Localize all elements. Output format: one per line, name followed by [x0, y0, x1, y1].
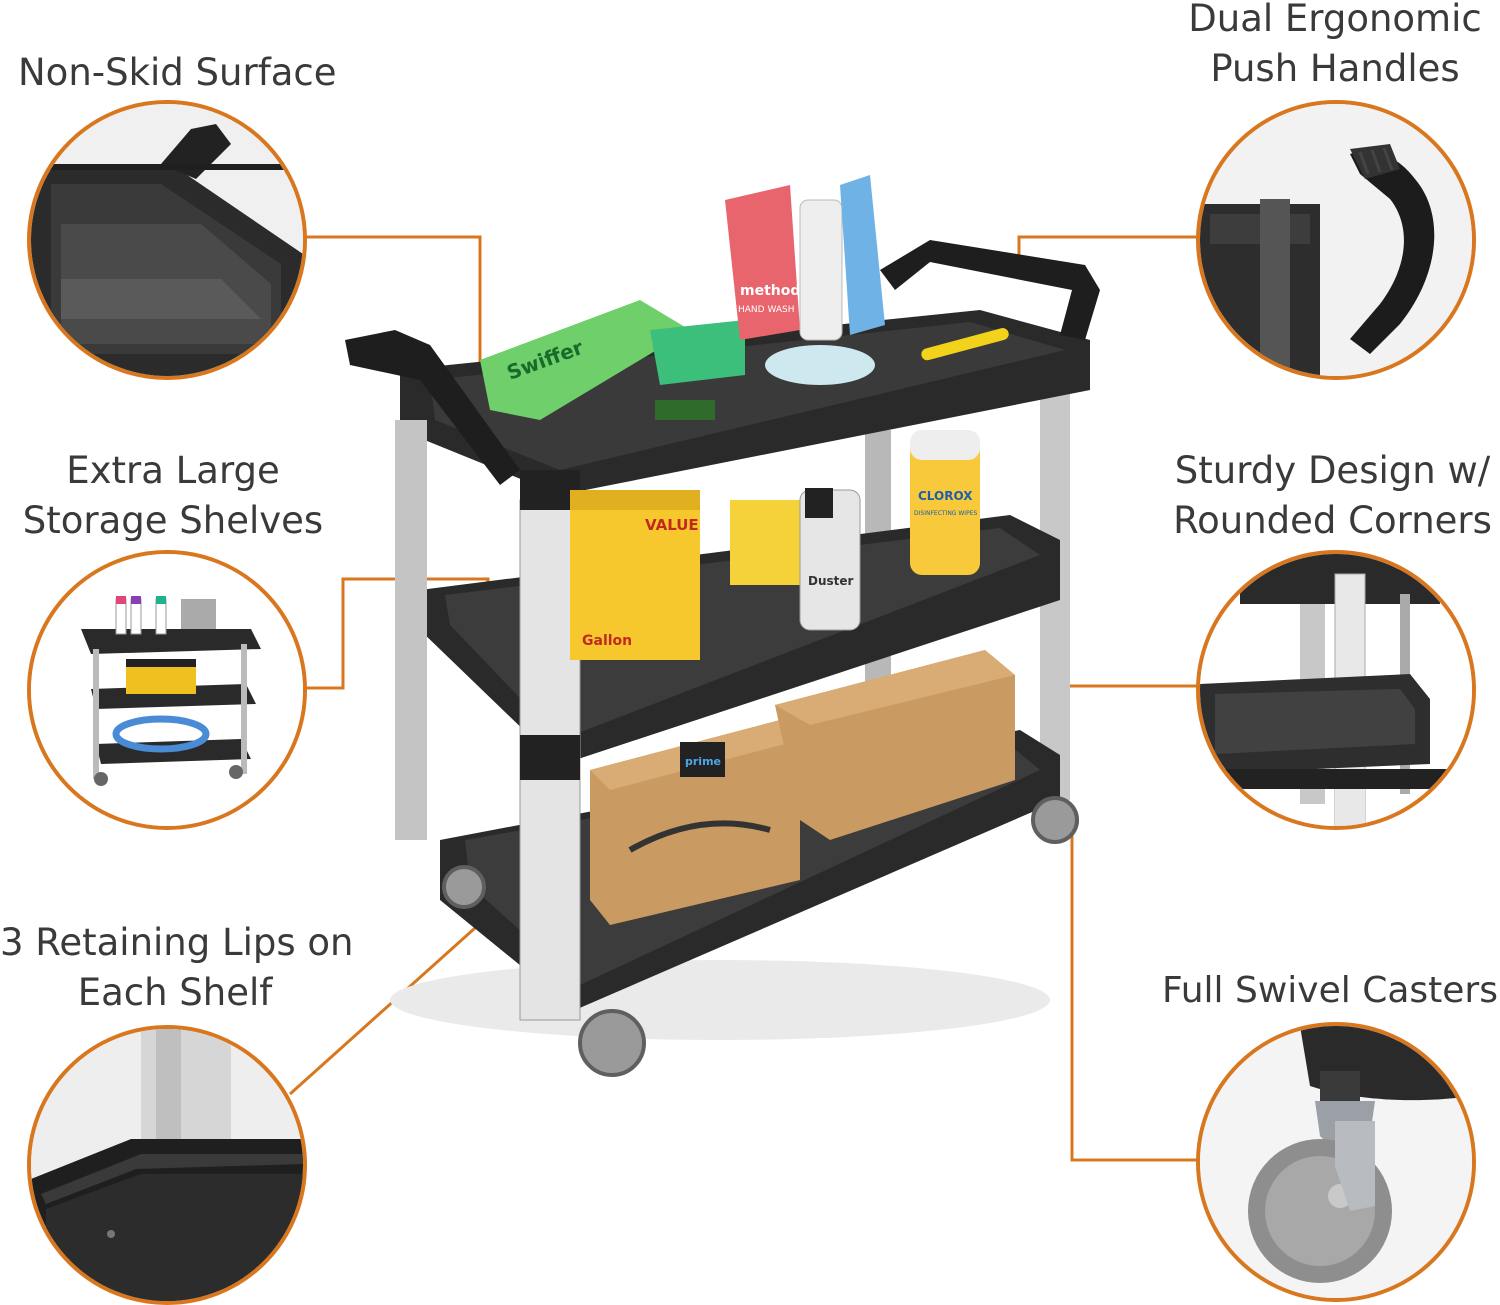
handles-label-line1: Dual Ergonomic	[1188, 0, 1482, 40]
cart-leg	[395, 420, 427, 840]
duster-text: Duster	[808, 574, 854, 588]
duster-handle	[921, 328, 1009, 361]
swiffer-box	[480, 300, 690, 420]
cart-shadow	[390, 960, 1050, 1040]
clorox-text: CLOROX	[918, 489, 973, 503]
gallon-text: Gallon	[582, 633, 632, 649]
right-handle	[880, 240, 1100, 340]
handles-detail-graphic	[1200, 104, 1472, 376]
sturdy-detail-graphic	[1200, 554, 1472, 826]
swiffer-duster-box	[730, 500, 810, 585]
caster-wheel	[578, 1009, 646, 1077]
method-subtext: HAND WASH	[738, 305, 795, 315]
clorox-canister	[910, 440, 980, 575]
non-skid-detail-image	[27, 100, 307, 380]
lips-label-line2: Each Shelf	[77, 971, 273, 1014]
sturdy-label-line2: Rounded Corners	[1173, 499, 1492, 542]
trash-bag-box	[570, 490, 700, 660]
shelves-label: Extra Large Storage Shelves	[20, 446, 326, 546]
non-skid-surface-text: Non-Skid Surface	[18, 51, 337, 94]
sturdy-label-line1: Sturdy Design w/	[1174, 449, 1491, 492]
sponge	[655, 400, 715, 420]
left-handle	[345, 330, 520, 485]
shelves-detail-graphic	[31, 554, 303, 826]
lips-label-line1: 3 Retaining Lips on	[0, 921, 354, 964]
sturdy-label: Sturdy Design w/ Rounded Corners	[1165, 446, 1500, 546]
value-text: VALUE	[645, 516, 699, 534]
casters-detail-image	[1196, 1022, 1476, 1302]
caster-wheel	[442, 865, 486, 909]
sturdy-detail-image	[1196, 550, 1476, 830]
lips-label: 3 Retaining Lips on Each Shelf	[0, 918, 354, 1018]
caster-wheel	[1031, 796, 1079, 844]
spray-can	[799, 199, 843, 341]
prime-text: prime	[685, 755, 721, 768]
casters-connector	[1070, 822, 1197, 1162]
duster-head	[765, 345, 875, 385]
lips-detail-graphic	[31, 1029, 303, 1301]
shelves-label-line1: Extra Large	[66, 449, 280, 492]
shelves-detail-image	[27, 550, 307, 830]
non-skid-detail-graphic	[31, 104, 303, 376]
handles-label-line2: Push Handles	[1210, 47, 1460, 90]
shelves-label-line2: Storage Shelves	[22, 499, 324, 542]
method-text: method	[740, 283, 800, 299]
handles-detail-image	[1196, 100, 1476, 380]
handles-label: Dual Ergonomic Push Handles	[1170, 0, 1500, 94]
lips-detail-image	[27, 1025, 307, 1305]
duster-refill-pack	[840, 175, 885, 335]
handles-connector	[1017, 235, 1197, 263]
non-skid-connector	[303, 235, 482, 375]
non-skid-surface-label: Non-Skid Surface	[18, 48, 337, 98]
casters-label: Full Swivel Casters	[1160, 966, 1500, 1016]
method-refill	[725, 185, 800, 340]
casters-detail-graphic	[1200, 1026, 1472, 1298]
clorox-subtext: DISINFECTING WIPES	[914, 510, 977, 517]
casters-label-text: Full Swivel Casters	[1162, 970, 1498, 1011]
